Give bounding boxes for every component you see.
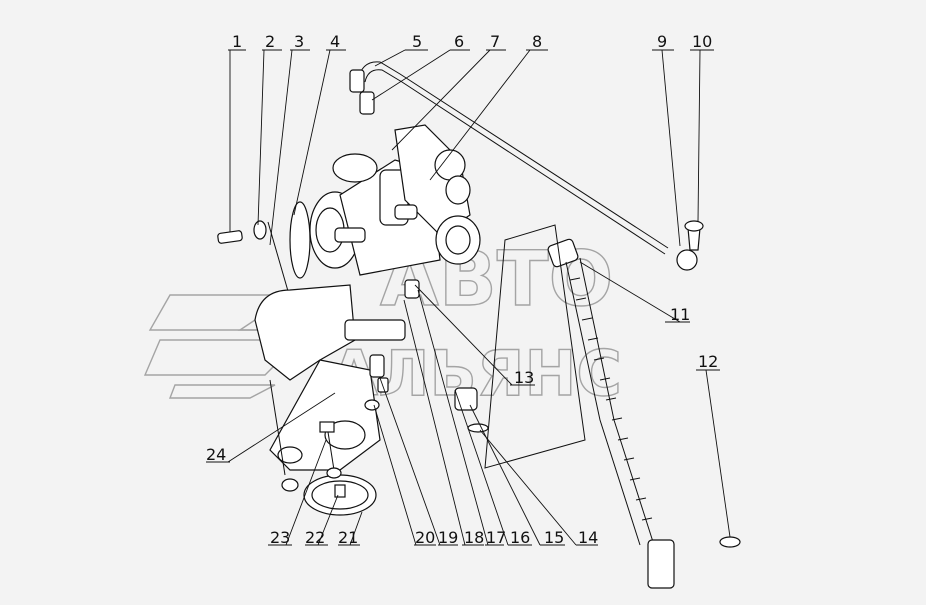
part-2-washer xyxy=(253,220,267,240)
part-12-washer xyxy=(719,536,741,548)
part-3-stud xyxy=(267,221,291,299)
part-4-gasket xyxy=(289,201,311,279)
callout-12: 12 xyxy=(698,352,718,371)
callout-6: 6 xyxy=(454,32,464,51)
callout-17: 17 xyxy=(486,528,506,547)
callout-10: 10 xyxy=(692,32,712,51)
callout-7: 7 xyxy=(490,32,500,51)
callout-1: 1 xyxy=(232,32,242,51)
part-23-bolt xyxy=(319,421,342,479)
callout-13: 13 xyxy=(514,368,534,387)
callout-20: 20 xyxy=(415,528,435,547)
parts xyxy=(217,61,741,589)
callout-18: 18 xyxy=(464,528,484,547)
part-24-exhaust-flange xyxy=(254,284,381,471)
part-21-22-flange-plate xyxy=(303,474,377,516)
leader-lines xyxy=(206,49,731,546)
callout-11: 11 xyxy=(670,305,690,324)
small-fittings xyxy=(344,279,489,433)
part-11-oil-drain-hose xyxy=(547,238,675,589)
part-24-nut xyxy=(281,478,299,492)
callout-4: 4 xyxy=(330,32,340,51)
callout-23: 23 xyxy=(270,528,290,547)
callout-16: 16 xyxy=(510,528,530,547)
callout-8: 8 xyxy=(532,32,542,51)
callout-3: 3 xyxy=(294,32,304,51)
callout-labels: 1 2 3 4 5 6 7 8 9 10 11 12 13 14 15 16 1… xyxy=(206,32,718,547)
callout-14: 14 xyxy=(578,528,598,547)
callout-21: 21 xyxy=(338,528,358,547)
part-24-tube xyxy=(269,379,286,476)
callout-24: 24 xyxy=(206,445,226,464)
part-5-oil-feed-pipe xyxy=(349,61,669,255)
callout-19: 19 xyxy=(438,528,458,547)
callout-15: 15 xyxy=(544,528,564,547)
group-frame xyxy=(484,224,586,469)
part-9-10-banjo-fitting xyxy=(676,220,704,271)
callout-9: 9 xyxy=(657,32,667,51)
callout-22: 22 xyxy=(305,528,325,547)
part-1-bolt xyxy=(217,230,243,244)
callout-2: 2 xyxy=(265,32,275,51)
callout-5: 5 xyxy=(412,32,422,51)
